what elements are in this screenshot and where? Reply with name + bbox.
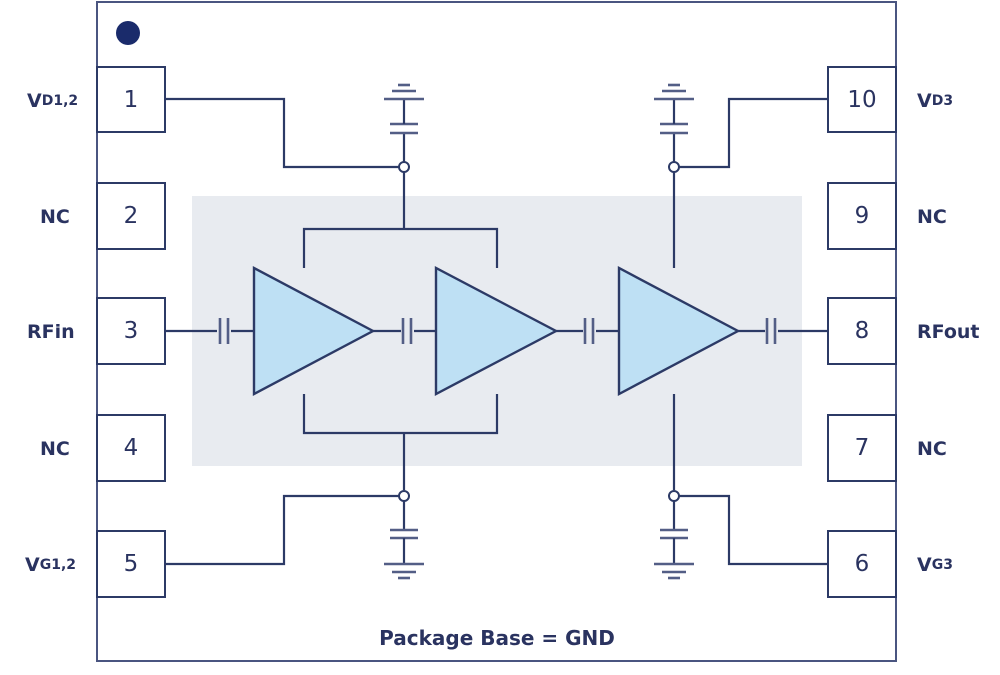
- pin-label: RFin: [27, 321, 75, 343]
- pin-label: RFout: [917, 321, 980, 343]
- pin-5: 5 VG1,2: [25, 530, 166, 598]
- pin-4: 4 NC: [40, 414, 166, 482]
- pin-3: 3 RFin: [27, 297, 166, 365]
- pin-number: 1: [124, 87, 139, 113]
- pin1-marker-dot: [116, 21, 140, 45]
- amplifier-stage-3-icon: [617, 266, 741, 396]
- package-base-note: Package Base = GND: [379, 626, 615, 650]
- pin-label: NC: [40, 206, 70, 228]
- ground-symbol-icon: [384, 562, 424, 580]
- dc-block-capacitor-icon: [218, 318, 230, 344]
- dc-block-capacitor-icon: [583, 318, 595, 344]
- pin-number: 2: [124, 203, 139, 229]
- pin-label: VG1,2: [25, 554, 76, 576]
- ground-symbol-icon: [384, 83, 424, 101]
- pin-number: 9: [855, 203, 870, 229]
- pin-number: 10: [847, 87, 876, 113]
- pin-label: NC: [40, 438, 70, 460]
- pin-10: 10 VD3: [827, 66, 953, 133]
- vd3-bias-network: [654, 83, 828, 268]
- pin-number: 5: [124, 551, 139, 577]
- pin-label: VG3: [917, 554, 953, 576]
- pin-number: 6: [855, 551, 870, 577]
- junction-node: [668, 161, 680, 173]
- pin-number: 8: [855, 318, 870, 344]
- vg3-bias-network: [654, 394, 828, 580]
- junction-node: [398, 490, 410, 502]
- amplifier-stage-1-icon: [252, 266, 376, 396]
- pin-8: 8 RFout: [827, 297, 980, 365]
- pin-label: NC: [917, 438, 947, 460]
- ground-symbol-icon: [654, 562, 694, 580]
- rf-signal-path: [165, 318, 828, 344]
- pin-2: 2 NC: [40, 182, 166, 250]
- pin-number: 3: [124, 318, 139, 344]
- pin-1: 1 VD1,2: [27, 66, 166, 133]
- pin-6: 6 VG3: [827, 530, 953, 598]
- pin-7: 7 NC: [827, 414, 947, 482]
- ground-symbol-icon: [654, 83, 694, 101]
- pin-label: NC: [917, 206, 947, 228]
- vd12-bias-network: [165, 83, 499, 268]
- dc-block-capacitor-icon: [765, 318, 777, 344]
- pin-label: VD3: [917, 90, 953, 112]
- amplifier-stage-2-icon: [434, 266, 559, 396]
- junction-node: [398, 161, 410, 173]
- pin-number: 7: [855, 435, 870, 461]
- pin-9: 9 NC: [827, 182, 947, 250]
- junction-node: [668, 490, 680, 502]
- pin-number: 4: [124, 435, 139, 461]
- dc-block-capacitor-icon: [401, 318, 413, 344]
- vg12-bias-network: [165, 394, 499, 580]
- pin-label: VD1,2: [27, 90, 78, 112]
